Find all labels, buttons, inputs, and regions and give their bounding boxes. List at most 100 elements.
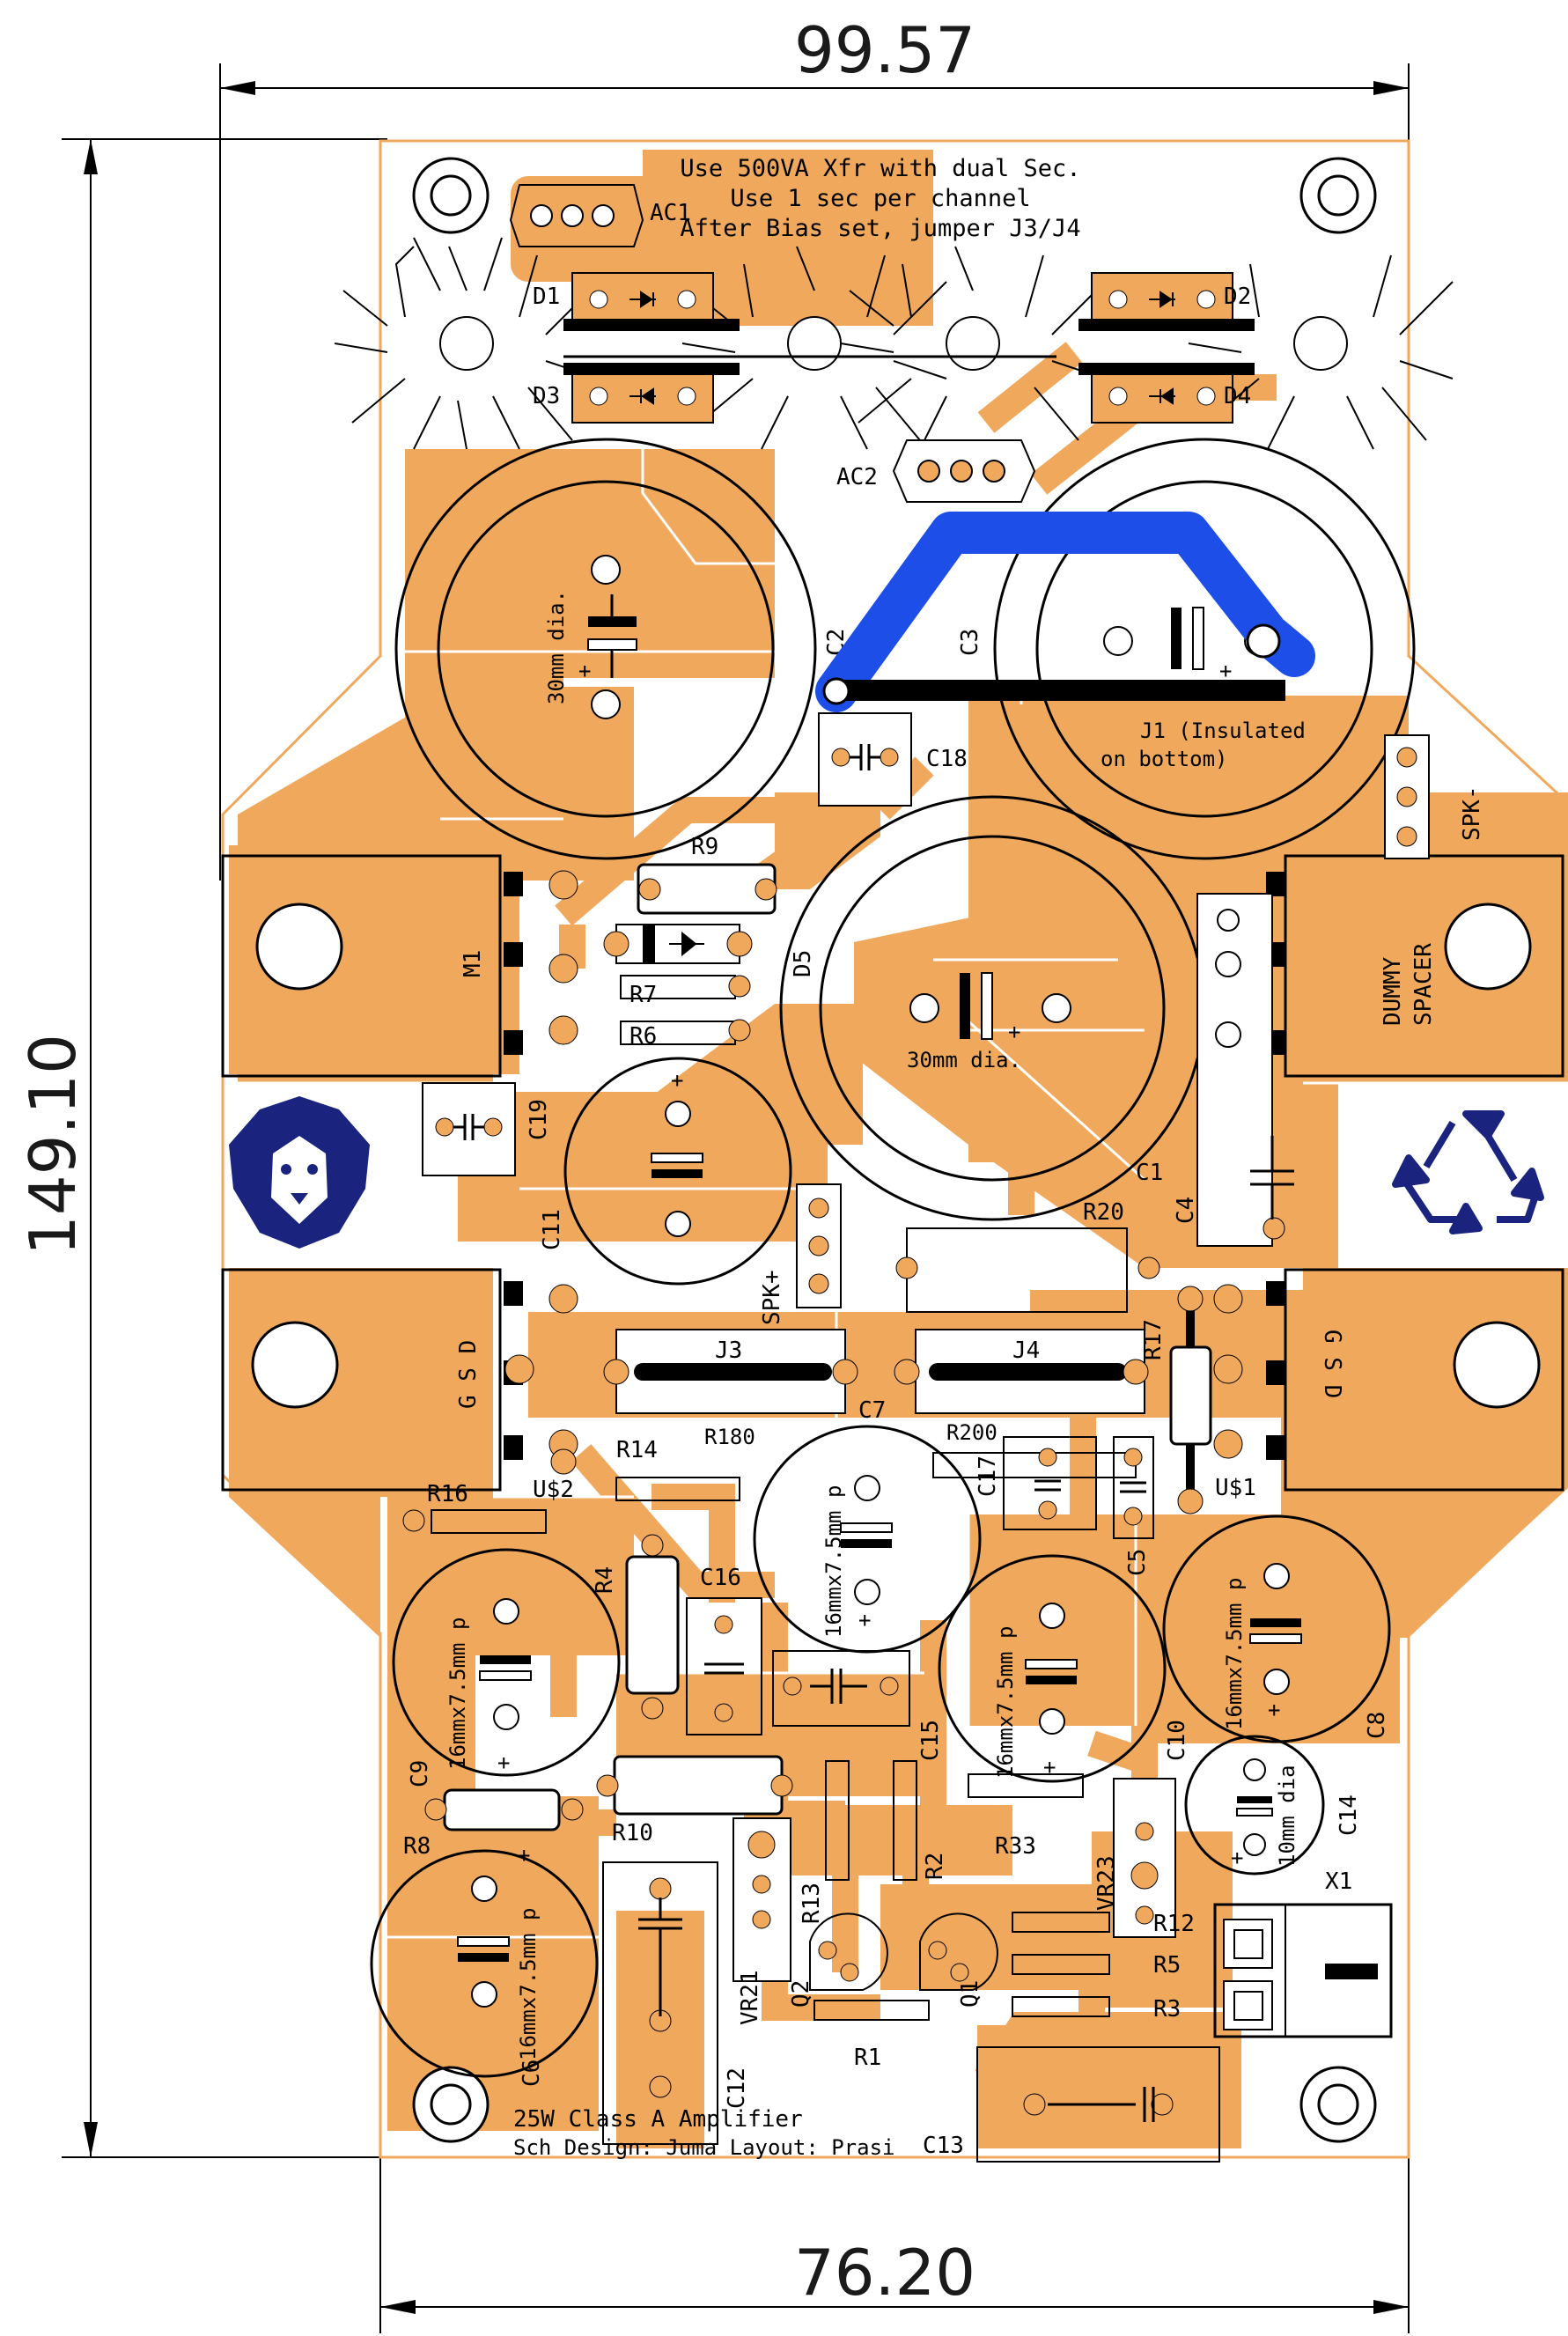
note-line3: After Bias set, jumper J3/J4 — [680, 215, 1080, 242]
diode-d4 — [1078, 363, 1255, 424]
credits-text: Sch Design: Juma Layout: Prasi — [513, 2135, 894, 2160]
resistor-r5 — [1012, 1954, 1110, 1975]
resistor-r12 — [1012, 1912, 1110, 1933]
resistor-r7 — [548, 954, 751, 999]
label-spk-minus: SPK- — [1459, 785, 1485, 841]
resistor-r10 — [596, 1755, 793, 1816]
label-vr21: VR21 — [737, 1970, 763, 2025]
label-c3: C3 — [957, 629, 983, 656]
label-r33: R33 — [995, 1833, 1036, 1860]
svg-text:+: + — [1219, 659, 1232, 683]
label-d1: D1 — [533, 284, 560, 310]
resistor-r9 — [637, 863, 777, 915]
svg-text:+: + — [1231, 1846, 1243, 1870]
label-c19: C19 — [526, 1099, 552, 1140]
jumper-j1-blue — [815, 512, 1315, 712]
capacitor-c14: + — [1184, 1735, 1325, 1875]
label-c18: C18 — [926, 746, 968, 772]
resistor-r20 — [895, 1227, 1160, 1313]
label-c7-size: 16mmx7.5mm p — [821, 1485, 846, 1638]
capacitor-c12 — [602, 1861, 718, 2145]
label-j3: J3 — [715, 1337, 742, 1364]
label-c13: C13 — [923, 2133, 964, 2159]
label-c12: C12 — [724, 2067, 750, 2109]
resistor-r13 — [825, 1760, 850, 1881]
capacitor-c7-electrolytic: + — [753, 1425, 982, 1654]
label-c6-size: 16mmx7.5mm p — [516, 1908, 541, 2060]
heatsink-holes — [439, 316, 1348, 371]
dim-left: 149.10 — [16, 1034, 90, 1256]
diode-d5 — [603, 924, 753, 964]
capacitor-c16 — [686, 1597, 762, 1735]
resistor-r6 — [548, 1015, 751, 1045]
label-c9-size: 16mmx7.5mm p — [445, 1618, 470, 1770]
resistor-r16 — [402, 1509, 547, 1534]
label-c14-size: 10mm dia — [1275, 1765, 1299, 1867]
label-spacer: SPACER — [1410, 943, 1437, 1026]
label-c14: C14 — [1336, 1794, 1362, 1836]
capacitor-c13 — [976, 2046, 1220, 2163]
transistor-q2 — [809, 1912, 888, 1991]
label-d5: D5 — [790, 950, 816, 977]
resistor-r8 — [424, 1788, 584, 1831]
label-r4: R4 — [592, 1566, 618, 1594]
dim-bottom: 76.20 — [794, 2236, 975, 2310]
jumper-j3 — [603, 1329, 858, 1414]
capacitor-c18 — [818, 712, 912, 807]
svg-text:+: + — [671, 1068, 683, 1093]
label-x1: X1 — [1325, 1868, 1352, 1895]
label-j1-line1: J1 (Insulated — [1140, 718, 1306, 743]
label-r5: R5 — [1153, 1952, 1181, 1979]
label-dummy: DUMMY — [1380, 956, 1406, 1026]
label-c4: C4 — [1173, 1197, 1199, 1224]
dim-top: 99.57 — [794, 13, 975, 87]
resistor-r33 — [968, 1773, 1084, 1798]
label-c17: C17 — [975, 1455, 1001, 1497]
label-u1: U$1 — [1215, 1475, 1256, 1501]
capacitor-c5 — [1113, 1436, 1154, 1539]
svg-text:+: + — [1008, 1020, 1020, 1044]
spk-minus-connector — [1384, 734, 1430, 859]
resistor-r2 — [893, 1760, 917, 1881]
note-line2: Use 1 sec per channel — [730, 185, 1030, 212]
label-c9: C9 — [407, 1760, 433, 1787]
diode-d1 — [563, 272, 740, 331]
label-r1: R1 — [854, 2045, 881, 2071]
label-d4: D4 — [1224, 383, 1251, 409]
svg-text:+: + — [1043, 1755, 1056, 1780]
mounting-holes — [412, 157, 1377, 2143]
label-j1-line2: on bottom) — [1101, 747, 1228, 771]
label-c11: C11 — [539, 1209, 565, 1250]
label-gsd-left: G S D — [455, 1340, 482, 1409]
mosfet-m1 — [221, 854, 578, 1078]
title-text: 25W Class A Amplifier — [513, 2106, 803, 2133]
label-u2: U$2 — [533, 1477, 574, 1503]
label-m1: M1 — [460, 950, 486, 977]
diode-d3 — [563, 363, 740, 424]
label-c15: C15 — [917, 1720, 944, 1761]
resistor-r1 — [813, 2000, 930, 2021]
svg-text:+: + — [858, 1608, 871, 1632]
label-r6: R6 — [629, 1023, 657, 1050]
label-r8: R8 — [403, 1833, 431, 1860]
label-d3: D3 — [533, 383, 560, 409]
label-r17: R17 — [1140, 1319, 1167, 1360]
capacitor-c11: + — [563, 1057, 792, 1286]
label-ac1: AC1 — [650, 200, 691, 226]
resistor-r3 — [1012, 1996, 1110, 2017]
resistor-r4 — [625, 1534, 680, 1720]
transistor-u2 — [221, 1268, 578, 1492]
capacitor-c4 — [1196, 893, 1294, 1247]
label-vr23: VR23 — [1093, 1855, 1120, 1911]
capacitor-c10: + — [938, 1554, 1167, 1783]
label-j4: J4 — [1012, 1337, 1040, 1364]
ac1-connector — [509, 184, 644, 247]
resistor-r14 — [550, 1448, 740, 1501]
label-r20: R20 — [1083, 1199, 1124, 1226]
transistor-q1 — [919, 1912, 998, 1991]
label-r13: R13 — [799, 1883, 825, 1924]
label-spk-plus: SPK+ — [759, 1270, 785, 1325]
svg-text:+: + — [518, 1843, 530, 1868]
trimmer-vr21 — [732, 1817, 791, 1982]
